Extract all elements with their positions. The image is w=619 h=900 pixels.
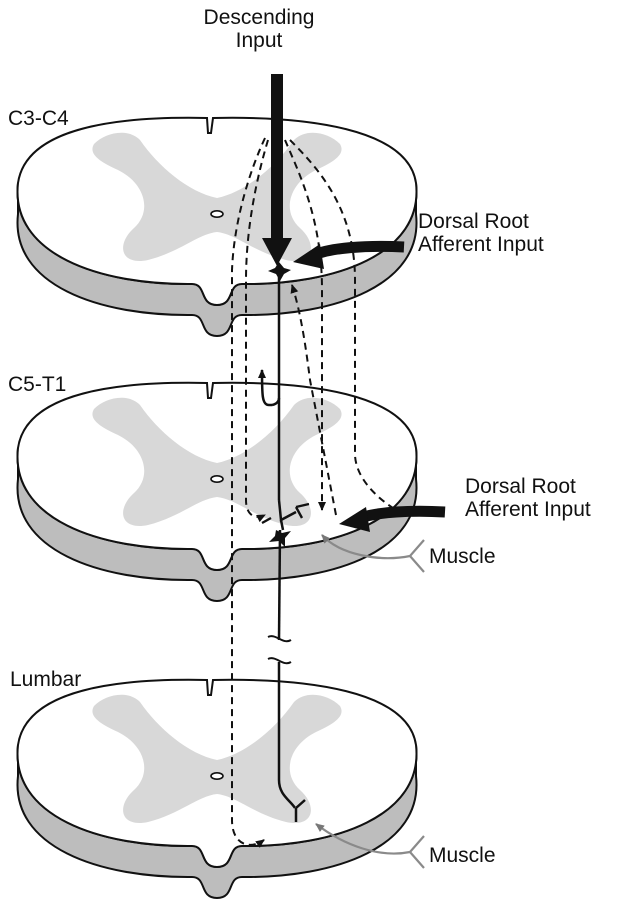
neuron-axons — [258, 270, 306, 822]
dorsal-root-label-mid: Dorsal Root Afferent Input — [465, 475, 591, 521]
muscle-label-bottom: Muscle — [429, 844, 496, 867]
descending-input-arrow — [262, 74, 292, 266]
segment-label-lumbar: Lumbar — [10, 668, 82, 691]
cord-segment-c5-t1 — [16, 381, 418, 602]
muscle-label-mid: Muscle — [429, 545, 496, 568]
axon-break-symbol — [267, 635, 292, 665]
cord-segment-c3-c4 — [16, 116, 418, 337]
segment-label-c3-c4: C3-C4 — [8, 107, 69, 130]
dorsal-root-label-mid-line2: Afferent Input — [465, 498, 591, 521]
dorsal-root-afferent-arrow-mid — [339, 505, 446, 532]
motoneuron-c5-t1 — [269, 530, 291, 547]
descending-input-label-line1: Descending — [203, 6, 315, 29]
dorsal-root-afferent-arrow-top — [293, 240, 405, 269]
propriospinal-dashed-pathways — [231, 137, 397, 848]
dorsal-root-label-top: Dorsal Root Afferent Input — [418, 210, 544, 256]
segment-label-c5-t1: C5-T1 — [8, 373, 67, 396]
cord-segment-lumbar — [16, 678, 418, 899]
synapse-branch-c5-t1 — [261, 502, 310, 525]
dorsal-root-label-top-line2: Afferent Input — [418, 233, 544, 256]
dorsal-root-label-mid-line1: Dorsal Root — [465, 475, 576, 498]
descending-input-label: Descending Input — [196, 6, 322, 52]
dorsal-root-label-top-line1: Dorsal Root — [418, 210, 529, 233]
interneuron-c3-c4 — [268, 262, 291, 281]
muscle-afferent-nerves — [315, 534, 425, 869]
descending-input-label-line2: Input — [235, 29, 283, 52]
